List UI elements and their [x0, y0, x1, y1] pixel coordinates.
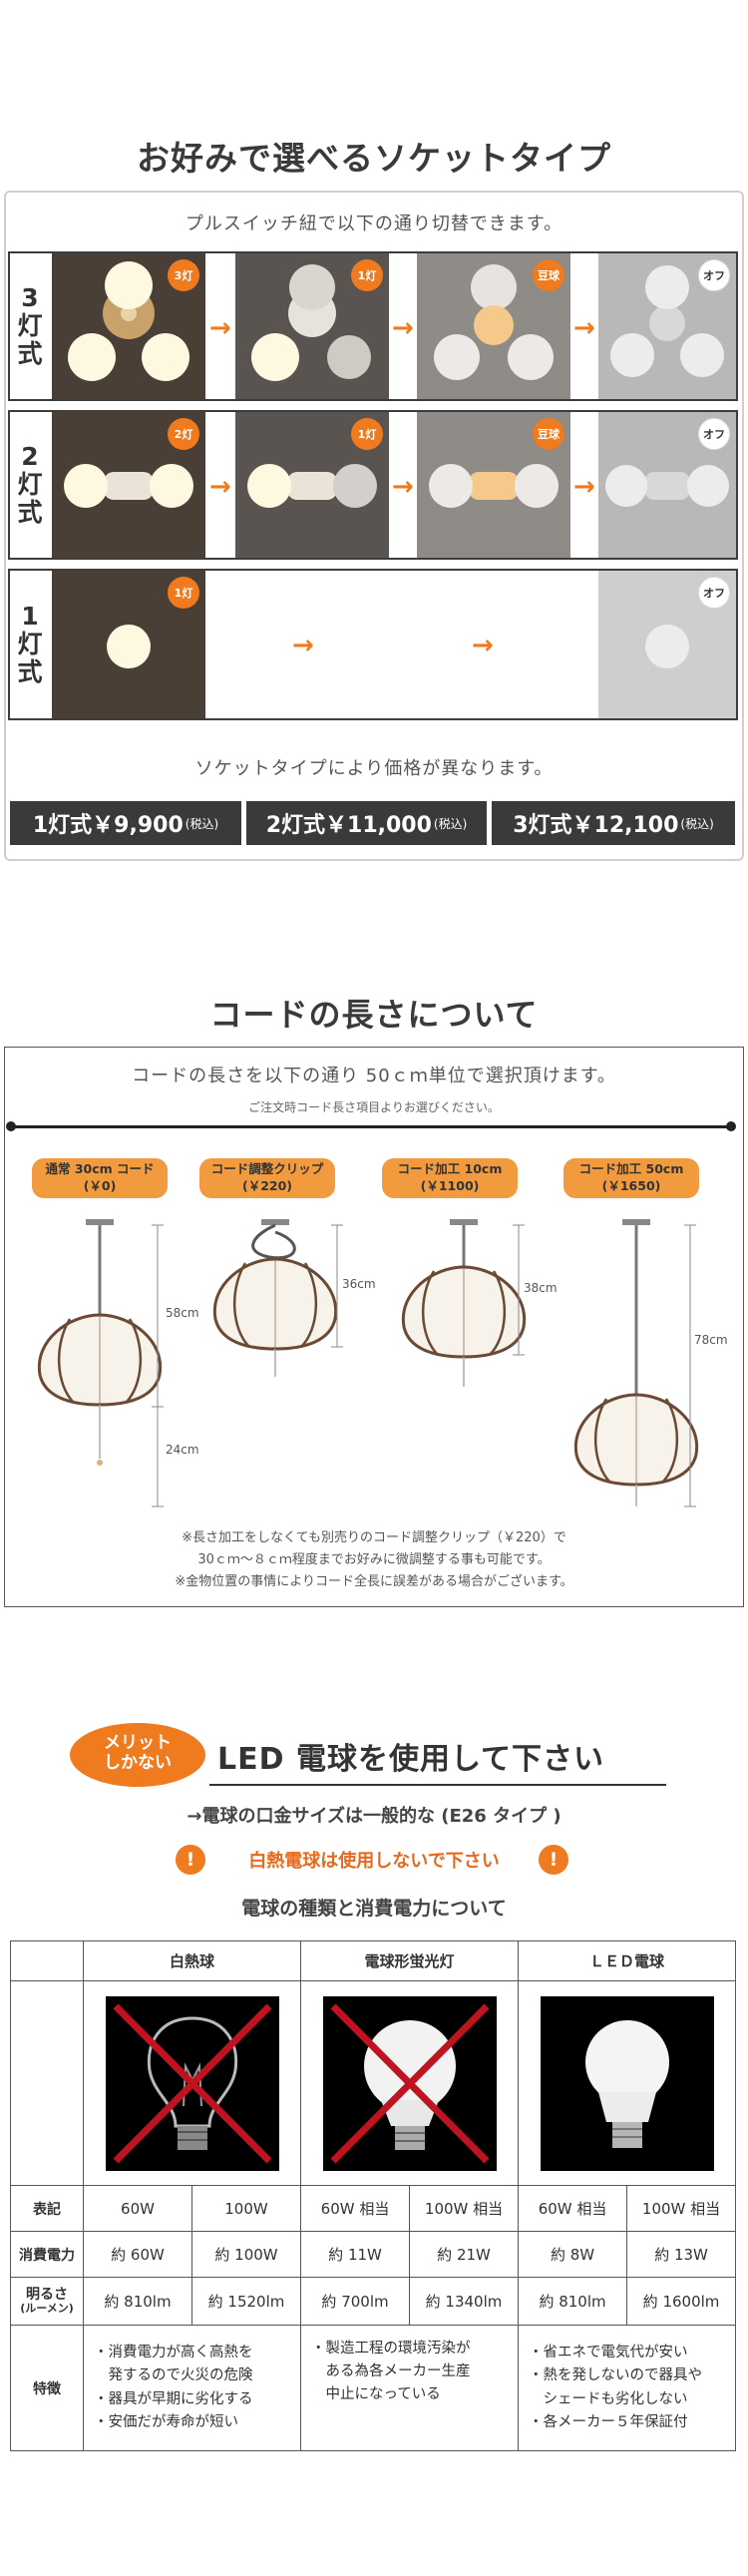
row-label: 1 灯 式 — [17, 602, 43, 686]
cord-footnote: 30ｃｍ～８ｃｍ程度までお好みに微調整する事も可能です。 — [197, 1552, 551, 1567]
led-image — [518, 1980, 737, 2186]
led-section-title: LED 電球を使用して下さい — [217, 1742, 605, 1777]
merit-badge: メリットしかない — [70, 1723, 205, 1787]
arrow-right-icon: → — [209, 472, 231, 502]
mode-badge: 豆球 — [533, 418, 564, 450]
table-image-row — [10, 1980, 737, 2186]
arrow-right-icon: → — [573, 313, 595, 343]
lamp-photo: 豆球 — [417, 253, 570, 399]
cord-option-30cm: 通常 30cm コード(￥0) — [32, 1158, 168, 1198]
lamp-photo: 豆球 — [417, 412, 570, 558]
table-row: 消費電力 約 60W 約 100W 約 11W 約 21W 約 8W 約 13W — [10, 2231, 737, 2278]
header-incandescent: 白熱球 — [82, 1940, 302, 1981]
warning-icon: ! — [539, 1845, 568, 1875]
lamp-photo: 2灯 — [52, 412, 205, 558]
lamp-photo: オフ — [598, 571, 736, 718]
arrow-right-icon: → — [209, 313, 231, 343]
cord-section-title: コードの長さについて — [209, 996, 539, 1034]
arrow-right-icon: → — [292, 631, 314, 660]
mode-badge: オフ — [698, 418, 730, 450]
socket-subtitle: プルスイッチ紐で以下の通り切替できます。 — [185, 214, 563, 234]
table-corner — [10, 1940, 84, 1981]
ceiling-line-end — [6, 1121, 16, 1131]
socket-row-2: 2 灯 式 2灯 → 1灯 → 豆球 → オ — [8, 410, 738, 560]
mode-badge: 豆球 — [533, 259, 564, 291]
table-feature-row: 特徴 ・消費電力が高く高熱を 発するので火災の危険 ・器具が早期に劣化する ・安… — [10, 2325, 737, 2451]
title-underline — [209, 1784, 666, 1786]
mode-badge: 1灯 — [351, 418, 383, 450]
price-1-light: 1灯式￥9,900(税込) — [10, 801, 241, 845]
row-label: 3 灯 式 — [17, 283, 43, 368]
dim-78cm: 78cm — [694, 1333, 728, 1347]
ceiling-line-end — [726, 1121, 736, 1131]
arrow-right-icon: → — [472, 631, 494, 660]
lamp-photo: 3灯 — [52, 253, 205, 399]
socket-section-title: お好みで選べるソケットタイプ — [137, 139, 611, 178]
fluorescent-image — [300, 1980, 520, 2186]
cord-option-clip: コード調整クリップ(￥220) — [199, 1158, 335, 1198]
cord-option-10cm: コード加工 10cm(￥1100) — [382, 1158, 518, 1198]
incandescent-image — [82, 1980, 302, 2186]
cord-length-diagram — [37, 1219, 699, 1507]
header-led: ＬＥＤ電球 — [518, 1940, 737, 1981]
mode-badge: 2灯 — [168, 418, 199, 450]
bulb-comparison-table: 白熱球 電球形蛍光灯 ＬＥＤ電球 — [10, 1940, 737, 2451]
bulb-table-title: 電球の種類と消費電力について — [241, 1898, 507, 1920]
lamp-photo: オフ — [598, 412, 736, 558]
features-incandescent: ・消費電力が高く高熱を 発するので火災の危険 ・器具が早期に劣化する ・安価だが… — [82, 2325, 302, 2451]
cord-subtitle-note: ご注文時コード長さ項目よりお選びください。 — [248, 1100, 500, 1114]
lamp-photo: 1灯 — [52, 571, 205, 718]
warning-icon: ! — [176, 1845, 205, 1875]
header-fluorescent: 電球形蛍光灯 — [300, 1940, 520, 1981]
features-fluorescent: ・製造工程の環境汚染が ある為各メーカー生産 中止になっている — [300, 2325, 520, 2451]
socket-row-3: 3 灯 式 3灯 → 1灯 → 豆球 → — [8, 251, 738, 401]
ceiling-line — [10, 1125, 732, 1128]
socket-row-1: 1 灯 式 1灯 → → オフ — [8, 569, 738, 720]
dim-24cm: 24cm — [166, 1443, 199, 1457]
price-note: ソケットタイプにより価格が異なります。 — [194, 758, 554, 779]
table-row: 表記 60W 100W 60W 相当 100W 相当 60W 相当 100W 相… — [10, 2185, 737, 2232]
arrow-right-icon: → — [392, 472, 414, 502]
dim-38cm: 38cm — [524, 1281, 558, 1295]
table-header-row: 白熱球 電球形蛍光灯 ＬＥＤ電球 — [10, 1940, 737, 1981]
cord-footnote: ※長さ加工をしなくても別売りのコード調整クリップ（￥220）で — [182, 1530, 566, 1545]
price-2-light: 2灯式￥11,000(税込) — [246, 801, 487, 845]
mode-badge: 3灯 — [168, 259, 199, 291]
cord-footnote: ※金物位置の事情によりコード全長に誤差がある場合がございます。 — [175, 1574, 573, 1589]
socket-size-note: →電球の口金サイズは一般的な (E26 タイプ ) — [187, 1806, 561, 1827]
price-3-light: 3灯式￥12,100(税込) — [492, 801, 735, 845]
dim-58cm: 58cm — [166, 1306, 199, 1320]
warning-text: 白熱電球は使用しないで下さい — [248, 1851, 500, 1872]
mode-badge: オフ — [698, 259, 730, 291]
dim-36cm: 36cm — [342, 1277, 376, 1291]
mode-badge: オフ — [698, 577, 730, 609]
arrow-right-icon: → — [392, 313, 414, 343]
features-led: ・省エネで電気代が安い ・熱を発しないので器具や シェードも劣化しない ・各メー… — [518, 2325, 737, 2451]
mode-badge: 1灯 — [168, 577, 199, 609]
lamp-photo: 1灯 — [235, 412, 389, 558]
cord-option-50cm: コード加工 50cm(￥1650) — [563, 1158, 699, 1198]
lamp-photo: オフ — [598, 253, 736, 399]
lamp-photo: 1灯 — [235, 253, 389, 399]
arrow-right-icon: → — [573, 472, 595, 502]
table-row: 明るさ(ルーメン) 約 810lm 約 1520lm 約 700lm 約 134… — [10, 2277, 737, 2326]
mode-badge: 1灯 — [351, 259, 383, 291]
row-label: 2 灯 式 — [17, 442, 43, 527]
cord-subtitle: コードの長さを以下の通り 50ｃｍ単位で選択頂けます。 — [132, 1066, 616, 1086]
